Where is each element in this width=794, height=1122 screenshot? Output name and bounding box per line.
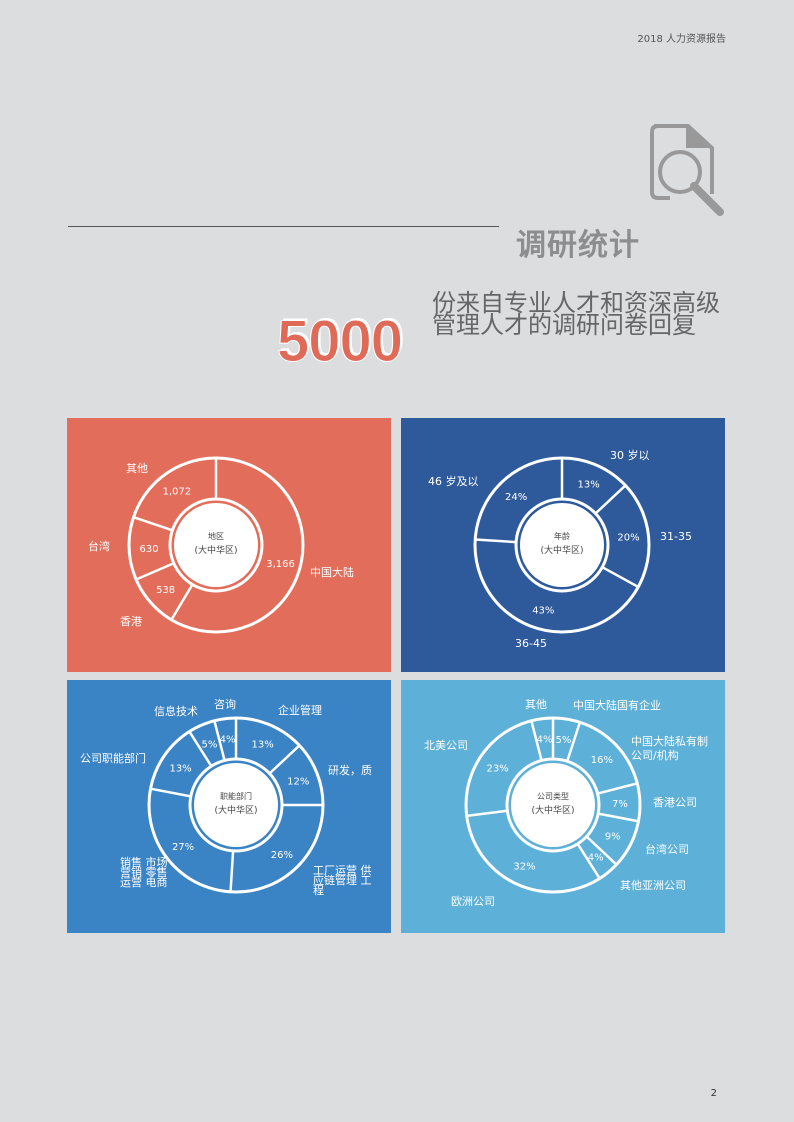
- center-title: 年龄: [554, 531, 570, 541]
- segment-divider: [585, 835, 618, 866]
- category-label: 其他: [126, 462, 148, 475]
- age-chart: 13% 20% 43% 24% 年龄 (大中华区) 30 岁以 31-35 36-45 4…: [401, 418, 725, 672]
- category-label: 咨询: [214, 698, 236, 711]
- category-label: 31-35: [660, 530, 692, 543]
- value-label: 24%: [505, 492, 527, 503]
- value-label: 9%: [605, 831, 621, 842]
- category-label: 36-45: [515, 637, 547, 650]
- value-label: 13%: [251, 740, 273, 751]
- value-label: 7%: [612, 799, 628, 810]
- value-label: 4%: [220, 735, 236, 746]
- category-label: 企业管理: [278, 704, 322, 717]
- value-label: 43%: [532, 605, 554, 616]
- center-subtitle: (大中华区): [194, 544, 237, 556]
- section-title: 调研统计: [516, 228, 640, 263]
- category-label: 香港公司: [653, 796, 697, 809]
- donut-center: [194, 763, 278, 847]
- value-label: 27%: [172, 842, 194, 853]
- segment-divider: [576, 843, 601, 880]
- category-label: 信息技术: [154, 705, 198, 718]
- segment-divider: [530, 720, 543, 761]
- category-label: 销售 市场营销 零售运营 电商: [120, 856, 168, 889]
- region-chart: 3,166 538 630 1,072 地区 (大中华区) 中国大陆 香港 台湾 其他: [67, 418, 391, 672]
- segment-divider: [601, 566, 639, 589]
- center-title: 职能部门: [220, 791, 252, 801]
- segment-divider: [135, 562, 175, 581]
- segment-divider: [597, 812, 639, 823]
- center-title: 地区: [208, 531, 224, 541]
- category-label: 香港: [120, 615, 142, 628]
- center-subtitle: (大中华区): [531, 804, 574, 816]
- divider: [68, 226, 499, 227]
- hero-line-1: 份来自专业人才和资深高级: [432, 289, 720, 317]
- hero-description: 份来自专业人才和资深高级 管理人才的调研问卷回复: [432, 289, 732, 339]
- function-chart: 13%12%26%27%13%5%4%职能部门(大中华区) 企业管理 研发，质 …: [67, 680, 391, 933]
- category-label: 公司职能部门: [80, 752, 146, 765]
- value-label: 538: [156, 585, 175, 596]
- category-label: 46 岁及以: [428, 475, 479, 488]
- segment-divider: [188, 730, 213, 767]
- segment-divider: [133, 516, 173, 532]
- segment-divider: [594, 484, 627, 515]
- category-label: 台湾公司: [645, 843, 689, 856]
- hero-number: 5000: [276, 309, 403, 375]
- donut-chart: 3,166 538 630 1,072 地区 (大中华区): [127, 456, 305, 634]
- category-label: 其他亚洲公司: [620, 879, 686, 892]
- value-label: 4%: [588, 853, 604, 864]
- value-label: 26%: [271, 850, 293, 861]
- donut-chart: 5%16%7%9%4%32%23%4%公司类型(大中华区): [464, 716, 642, 894]
- donut-center: [174, 503, 258, 587]
- segment-divider: [213, 720, 226, 761]
- value-label: 12%: [287, 776, 309, 787]
- value-label: 13%: [577, 480, 599, 491]
- value-label: 23%: [486, 763, 508, 774]
- value-label: 1,072: [163, 487, 192, 498]
- segment-divider: [268, 744, 301, 775]
- company-type-chart: 5%16%7%9%4%32%23%4%公司类型(大中华区) 中国大陆国有企业 中…: [401, 680, 725, 933]
- segment-divider: [229, 850, 235, 892]
- segment-divider: [475, 538, 517, 544]
- document-search-icon: [650, 124, 724, 216]
- category-label: 其他: [525, 698, 547, 711]
- category-label: 台湾: [88, 540, 110, 553]
- value-label: 20%: [617, 533, 639, 544]
- segment-divider: [466, 809, 508, 818]
- value-label: 4%: [537, 735, 553, 746]
- hero-line-2: 管理人才的调研问卷回复: [432, 311, 696, 339]
- value-label: 13%: [169, 763, 191, 774]
- center-title: 公司类型: [537, 791, 569, 801]
- category-label: 北美公司: [424, 739, 468, 752]
- donut-chart: 13% 20% 43% 24% 年龄 (大中华区): [473, 456, 651, 634]
- category-label: 研发，质: [328, 764, 372, 777]
- value-label: 32%: [513, 862, 535, 873]
- donut-chart: 13% 12% 26% 27% 13% 5%4% 职能部门 (大中华区): [147, 716, 325, 894]
- category-label: 工厂运营 供应链管理 工程: [313, 864, 372, 897]
- donut-center: [511, 763, 595, 847]
- category-label: 中国大陆私有制公司/机构: [631, 735, 708, 762]
- value-label: 3,166: [266, 559, 295, 570]
- value-label: 16%: [591, 755, 613, 766]
- segment-divider: [566, 721, 582, 762]
- report-header: 2018 人力资源报告: [637, 34, 726, 45]
- segment-divider: [170, 583, 194, 621]
- value-label: 5%: [556, 735, 572, 746]
- category-label: 中国大陆: [310, 566, 354, 579]
- value-label: 5%: [201, 740, 217, 751]
- page-number: 2: [710, 1088, 717, 1099]
- category-label: 欧洲公司: [451, 895, 495, 908]
- category-label: 中国大陆国有企业: [573, 699, 661, 712]
- donut-center: [520, 503, 604, 587]
- segment-divider: [150, 787, 192, 798]
- center-subtitle: (大中华区): [540, 544, 583, 556]
- center-subtitle: (大中华区): [214, 804, 257, 816]
- segment-divider: [597, 782, 638, 795]
- value-label: 630: [140, 544, 159, 555]
- category-label: 30 岁以: [610, 449, 650, 462]
